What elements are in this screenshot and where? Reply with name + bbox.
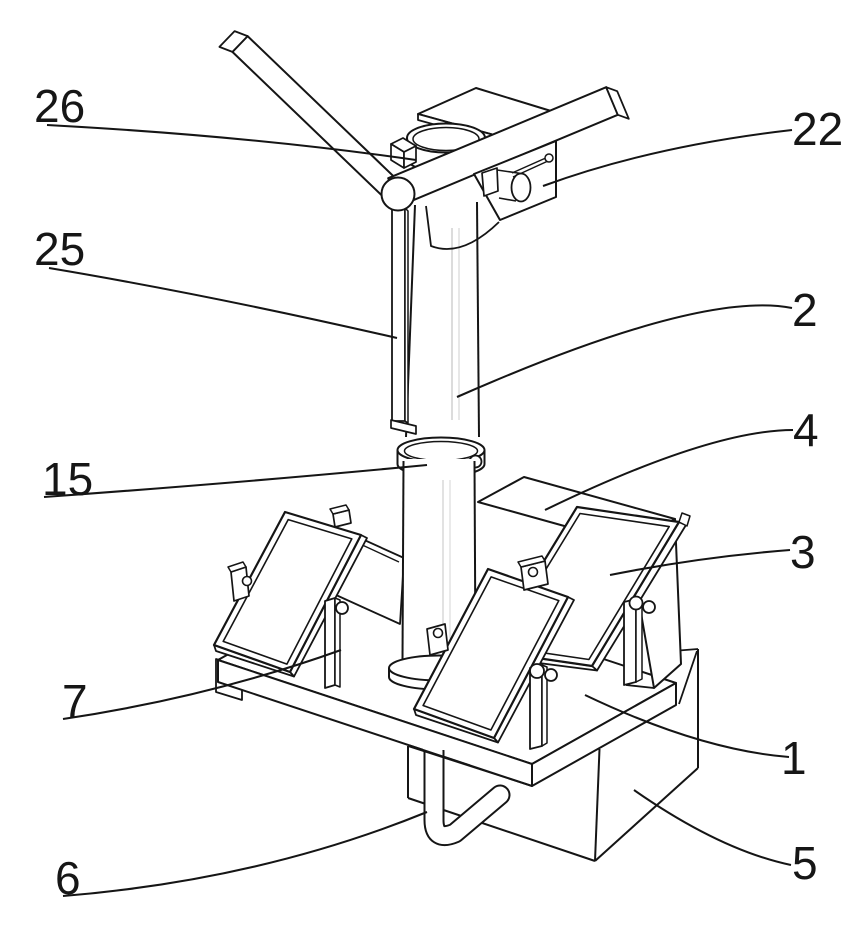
svg-text:25: 25	[34, 223, 85, 275]
svg-text:22: 22	[792, 103, 843, 155]
svg-text:4: 4	[793, 404, 819, 456]
svg-text:5: 5	[792, 837, 818, 889]
svg-text:3: 3	[790, 526, 816, 578]
svg-text:15: 15	[42, 453, 93, 505]
svg-text:7: 7	[62, 675, 88, 727]
svg-text:6: 6	[55, 852, 81, 904]
svg-text:2: 2	[792, 284, 818, 336]
svg-text:26: 26	[34, 80, 85, 132]
svg-text:1: 1	[781, 732, 807, 784]
